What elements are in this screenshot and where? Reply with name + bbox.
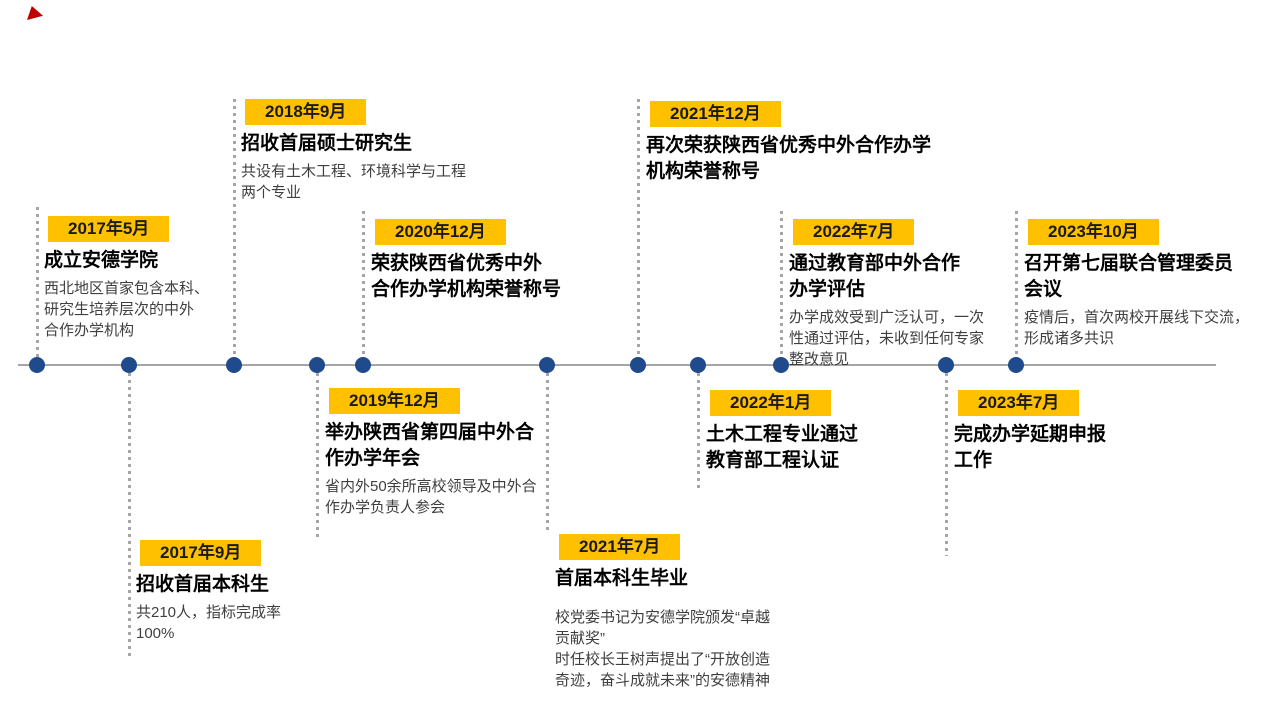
event-description: 共设有土木工程、环境科学与工程 两个专业	[241, 163, 467, 201]
timeline-dot	[309, 357, 325, 373]
event-title: 完成办学延期申报 工作	[954, 424, 1107, 471]
event-date-badge: 2021年12月	[650, 101, 781, 127]
timeline-dot	[1008, 357, 1024, 373]
event-date-badge: 2018年9月	[245, 99, 367, 125]
timeline-event: 2018年9月 招收首届硕士研究生 共设有土木工程、环境科学与工程 两个专业	[241, 99, 501, 203]
timeline-dot	[938, 357, 954, 373]
event-title: 通过教育部中外合作 办学评估	[789, 253, 961, 300]
timeline-event: 2020年12月 荣获陕西省优秀中外 合作办学机构荣誉称号	[371, 219, 621, 303]
timeline-dot	[121, 357, 137, 373]
event-date-badge: 2017年5月	[48, 216, 170, 242]
event-date-badge: 2021年7月	[559, 534, 681, 560]
timeline-dot	[690, 357, 706, 373]
timeline-event: 2021年12月 再次荣获陕西省优秀中外合作办学 机构荣誉称号	[646, 101, 946, 185]
event-title: 举办陕西省第四届中外合 作办学年会	[325, 422, 535, 469]
event-title: 首届本科生毕业	[555, 568, 689, 589]
connector-line	[637, 99, 640, 357]
event-title: 招收首届本科生	[136, 574, 270, 595]
connector-line	[233, 99, 236, 357]
event-description: 校党委书记为安德学院颁发“卓越 贡献奖” 时任校长王树声提出了“开放创造 奇迹，…	[555, 609, 770, 689]
event-date-badge: 2022年7月	[793, 219, 915, 245]
event-date-badge: 2019年12月	[329, 388, 460, 414]
timeline-dot	[539, 357, 555, 373]
timeline-dot	[29, 357, 45, 373]
connector-line	[1015, 211, 1018, 357]
event-date-badge: 2023年7月	[958, 390, 1080, 416]
timeline-event: 2017年9月 招收首届本科生 共210人，指标完成率 100%	[136, 540, 376, 644]
event-date-badge: 2023年10月	[1028, 219, 1159, 245]
connector-line	[780, 211, 783, 357]
timeline-dot	[773, 357, 789, 373]
connector-line	[316, 373, 319, 540]
timeline-event: 2022年1月 土木工程专业通过 教育部工程认证	[706, 390, 946, 474]
event-title: 荣获陕西省优秀中外 合作办学机构荣誉称号	[371, 253, 562, 300]
event-title: 再次荣获陕西省优秀中外合作办学 机构荣誉称号	[646, 135, 932, 182]
connector-line	[945, 373, 948, 556]
timeline-event: 2019年12月 举办陕西省第四届中外合 作办学年会 省内外50余所高校领导及中…	[325, 388, 575, 518]
timeline-event: 2017年5月 成立安德学院 西北地区首家包含本科、 研究生培养层次的中外 合作…	[44, 216, 284, 341]
timeline-event: 2022年7月 通过教育部中外合作 办学评估 办学成效受到广泛认可，一次 性通过…	[789, 219, 1024, 370]
timeline-dot	[630, 357, 646, 373]
event-description: 共210人，指标完成率 100%	[136, 604, 282, 642]
event-title: 成立安德学院	[44, 250, 159, 271]
timeline-event: 2021年7月 首届本科生毕业 校党委书记为安德学院颁发“卓越 贡献奖” 时任校…	[555, 534, 805, 691]
event-title: 招收首届硕士研究生	[241, 133, 413, 154]
connector-line	[697, 373, 700, 492]
connector-line	[128, 373, 131, 660]
event-date-badge: 2017年9月	[140, 540, 262, 566]
timeline-axis	[18, 364, 1216, 366]
connector-line	[362, 211, 365, 357]
event-description: 办学成效受到广泛认可，一次 性通过评估，未收到任何专家 整改意见	[789, 309, 985, 368]
event-date-badge: 2020年12月	[375, 219, 506, 245]
event-date-badge: 2022年1月	[710, 390, 832, 416]
connector-line	[36, 207, 39, 357]
event-description: 西北地区首家包含本科、 研究生培养层次的中外 合作办学机构	[44, 280, 210, 339]
event-description: 省内外50余所高校领导及中外合 作办学负责人参会	[325, 478, 537, 516]
connector-line	[546, 373, 549, 533]
corner-triangle-icon	[27, 6, 43, 20]
event-title: 召开第七届联合管理委员 会议	[1024, 253, 1234, 300]
event-title: 土木工程专业通过 教育部工程认证	[706, 424, 859, 471]
timeline-dot	[226, 357, 242, 373]
timeline-event: 2023年10月 召开第七届联合管理委员 会议 疫情后，首次两校开展线下交流， …	[1024, 219, 1269, 349]
event-description: 疫情后，首次两校开展线下交流， 形成诸多共识	[1024, 309, 1250, 347]
timeline-event: 2023年7月 完成办学延期申报 工作	[954, 390, 1194, 474]
timeline-dot	[355, 357, 371, 373]
